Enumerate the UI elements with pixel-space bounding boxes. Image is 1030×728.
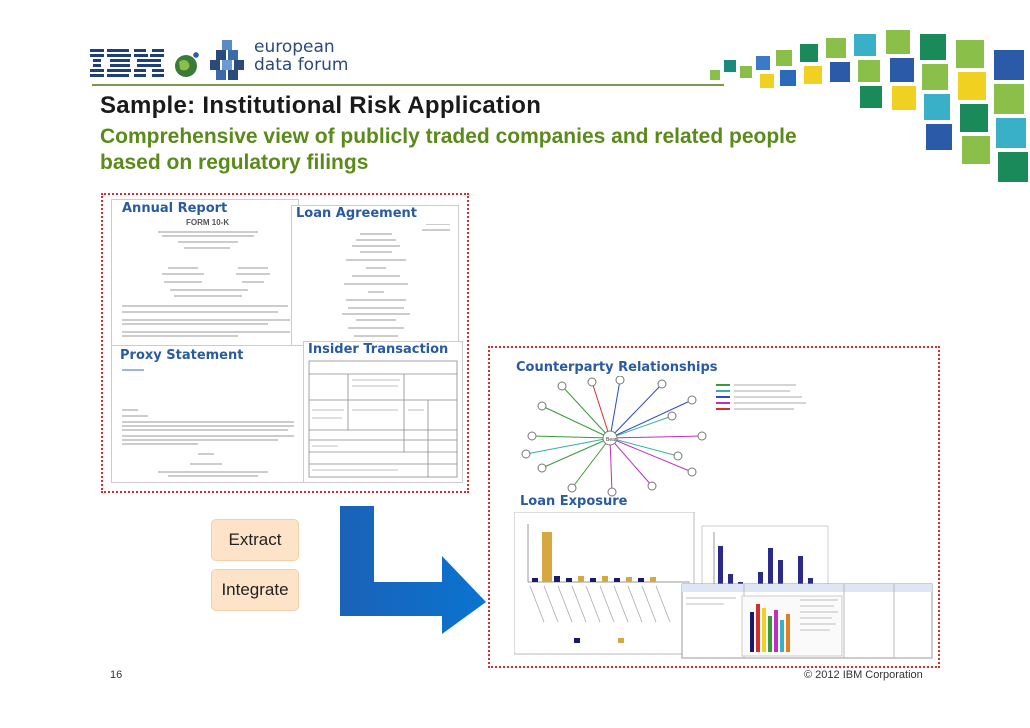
source-documents-panel: Annual Report FORM 10-K Loan Agreement	[101, 193, 469, 493]
european-data-forum-text: european data forum	[254, 38, 348, 74]
proxy-statement-document: Proxy Statement	[111, 345, 305, 483]
copyright-text: © 2012 IBM Corporation	[804, 669, 923, 681]
loan-exposure-label: Loan Exposure	[520, 494, 628, 509]
loan-agreement-document: Loan Agreement	[291, 205, 459, 349]
proxy-statement-label: Proxy Statement	[120, 348, 244, 363]
forum-line-1: european	[254, 37, 335, 57]
page-number: 16	[110, 669, 123, 681]
annual-report-heading: FORM 10-K	[186, 218, 230, 227]
page-subtitle: Comprehensive view of publicly traded co…	[100, 125, 797, 174]
integrate-step[interactable]: Integrate	[212, 570, 298, 610]
insider-transaction-label: Insider Transaction	[308, 342, 449, 357]
decorative-cubes	[710, 30, 1028, 182]
insider-transaction-document: Insider Transaction	[303, 341, 463, 483]
network-hub-label: Bear	[606, 437, 617, 443]
proxy-statement-text-lines	[122, 369, 294, 477]
loan-agreement-text-lines	[342, 224, 450, 343]
flow-arrow	[340, 506, 486, 634]
insider-transaction-form-grid	[308, 360, 458, 478]
annual-report-document: Annual Report FORM 10-K	[111, 199, 299, 347]
annual-report-text-lines	[122, 231, 290, 337]
counterparty-network-graph: Bear	[521, 376, 707, 497]
results-panel: Counterparty Relationships	[488, 346, 940, 668]
extract-step[interactable]: Extract	[212, 520, 298, 560]
counterparty-legend	[716, 384, 806, 410]
header-divider	[92, 84, 724, 86]
ibm-logo	[90, 49, 164, 77]
loan-agreement-label: Loan Agreement	[296, 206, 418, 221]
page-title: Sample: Institutional Risk Application	[100, 92, 542, 119]
globe-icon	[175, 52, 199, 77]
annual-report-label: Annual Report	[122, 201, 228, 216]
european-data-forum-logo	[210, 40, 244, 80]
forum-line-2: data forum	[254, 55, 349, 75]
loan-exposure-charts	[514, 512, 933, 659]
counterparty-relationships-label: Counterparty Relationships	[516, 360, 718, 375]
